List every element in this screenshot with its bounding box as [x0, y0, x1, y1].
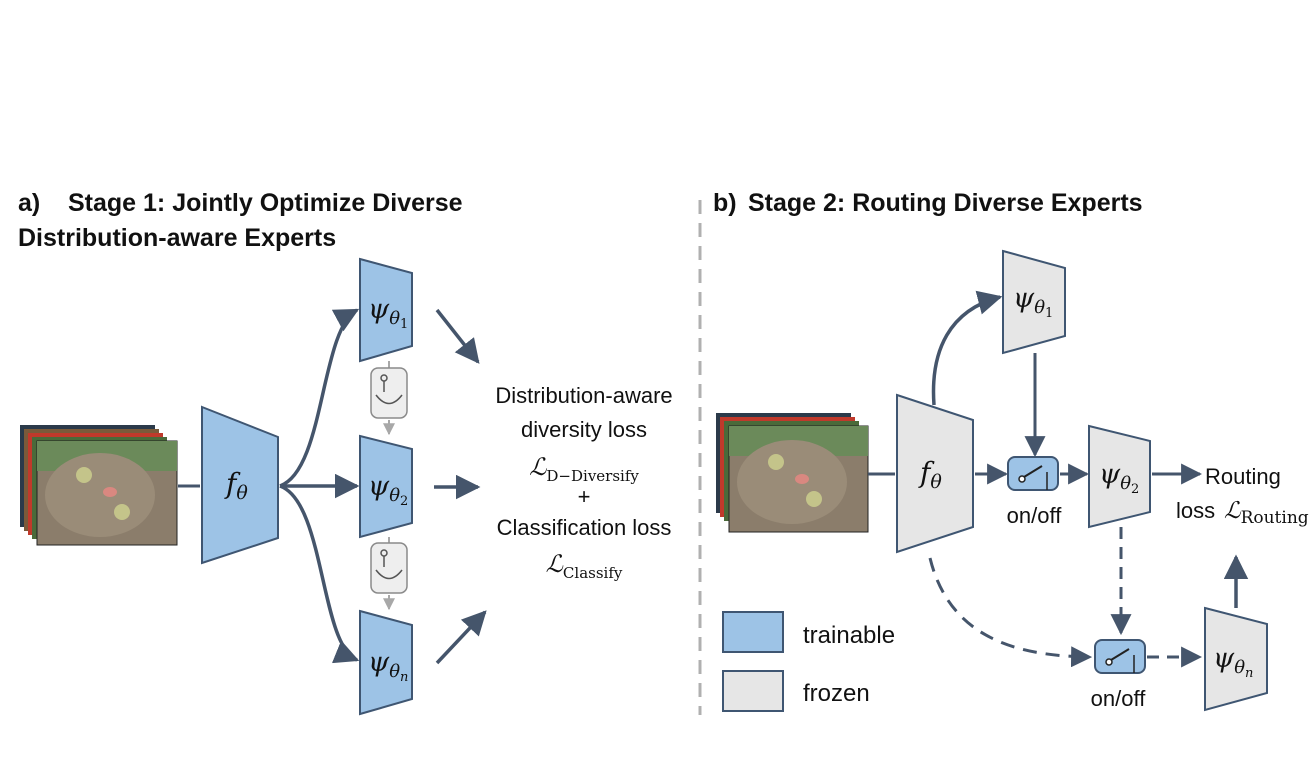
- panel-b-title: Stage 2: Routing Diverse Experts: [748, 189, 1143, 217]
- legend-label-frozen: frozen: [803, 680, 870, 707]
- panel-a-title-line2: Distribution-aware Experts: [18, 224, 336, 252]
- expert-n-b: ψθn: [1204, 606, 1268, 712]
- switch-icon-b-1: [1007, 456, 1059, 491]
- switch-icon-b-2: [1094, 639, 1146, 674]
- legend: trainable frozen: [722, 611, 895, 712]
- loss-text-a: Distribution-aware diversity loss ℒD−Div…: [495, 383, 672, 582]
- classify-loss-sub: Classify: [563, 564, 623, 582]
- svg-text:ψθn: ψθn: [1213, 643, 1253, 681]
- classify-loss-symbol: ℒ: [546, 550, 564, 578]
- expert-1-b: ψθ1: [1002, 249, 1066, 355]
- svg-text:ℒClassify: ℒClassify: [546, 550, 623, 582]
- input-image-stack-b: [716, 413, 869, 533]
- panel-b-label: b): [713, 189, 737, 217]
- switch-icon-a-2: [370, 537, 408, 611]
- expert-2-a: ψθ2: [359, 434, 413, 539]
- input-image-stack-a: [20, 425, 178, 546]
- switch-label-2: on/off: [1091, 686, 1147, 711]
- expert-2-b: ψθ2: [1088, 424, 1151, 529]
- panel-a-label: a): [18, 189, 40, 217]
- arrow-expert1-to-loss: [435, 308, 480, 364]
- loss-line1: Distribution-aware: [495, 383, 672, 408]
- svg-text:ψθ1: ψθ1: [368, 294, 408, 332]
- diversify-loss-symbol: ℒ: [529, 453, 547, 481]
- legend-swatch-frozen: [722, 670, 784, 712]
- legend-swatch-trainable: [722, 611, 784, 653]
- arrow-expertn-to-loss: [435, 610, 487, 665]
- svg-text:ψθ1: ψθ1: [1013, 283, 1053, 321]
- routing-loss: ℒRouting: [1224, 498, 1309, 528]
- switch-icon-a-1: [370, 361, 408, 436]
- svg-text:ψθ2: ψθ2: [1099, 459, 1139, 497]
- backbone-f-theta-b: fθ: [896, 393, 974, 554]
- svg-text:ψθ2: ψθ2: [368, 471, 408, 509]
- backbone-sub: θ: [236, 482, 248, 504]
- panel-a-title-line1: Stage 1: Jointly Optimize Diverse: [68, 189, 463, 217]
- loss-line2: diversity loss: [521, 417, 647, 442]
- cat-photo-b: [737, 440, 847, 524]
- expert-1-a: ψθ1: [359, 257, 413, 363]
- routing-line1: Routing: [1205, 464, 1281, 489]
- diversify-loss-sub: D−Diversify: [546, 467, 639, 485]
- svg-text:ℒD−Diversify: ℒD−Diversify: [529, 453, 639, 485]
- arrow-f-to-switch2: [928, 557, 1093, 668]
- expert-n-a: ψθn: [359, 609, 413, 716]
- arrow-f-to-expertn: [279, 484, 360, 663]
- arrow-f-to-expert1: [279, 308, 360, 488]
- arrow-f-to-expert1-b: [931, 290, 1003, 406]
- routing-line2: loss: [1176, 498, 1215, 523]
- cat-photo-a: [45, 453, 155, 537]
- svg-text:ψθn: ψθn: [368, 647, 408, 685]
- switch-label-1: on/off: [1007, 503, 1063, 528]
- legend-label-trainable: trainable: [803, 622, 895, 649]
- backbone-f-theta-a: fθ: [201, 405, 279, 565]
- loss-plus: +: [578, 484, 591, 509]
- loss-line4: Classification loss: [497, 515, 672, 540]
